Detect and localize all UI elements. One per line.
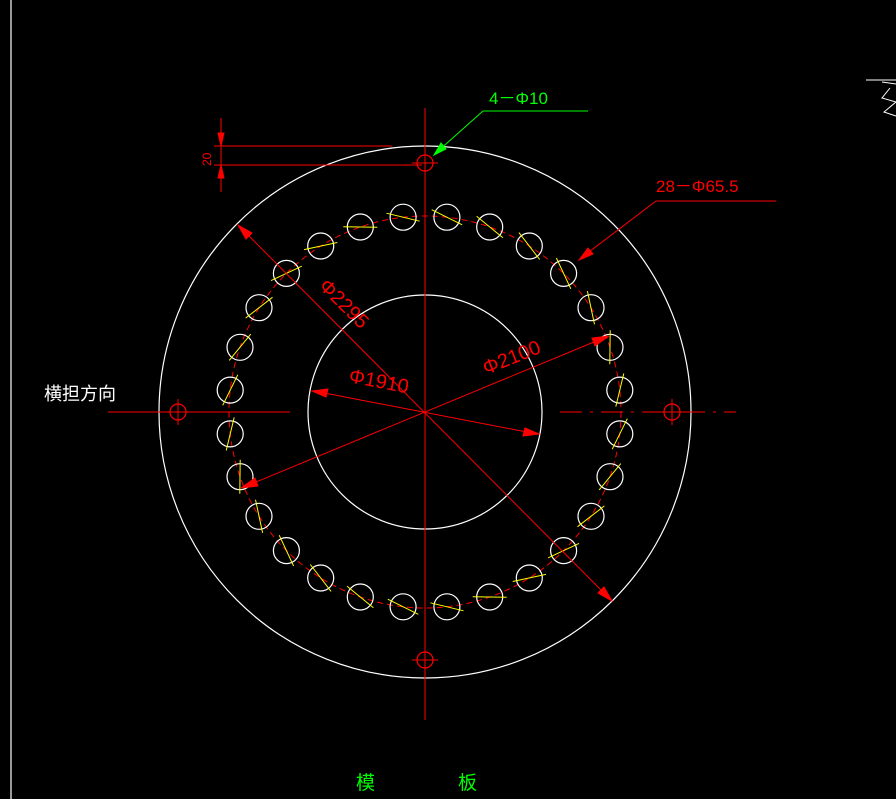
bolt-hole-axis (245, 296, 273, 319)
arrowhead-d2100-end (591, 335, 610, 347)
arrowhead-offset-top (217, 132, 225, 147)
bolt-hole-axis (386, 212, 420, 222)
bolt-hole (577, 502, 605, 530)
bolt-hole-axis (586, 290, 595, 325)
arrowhead-d2295-start (236, 223, 253, 240)
bolt-hole-axis (430, 602, 464, 612)
bolt-hole-axis (611, 418, 628, 450)
bolt-hole-axis (222, 374, 239, 406)
dimension-lines (214, 118, 776, 603)
bolt-hole (433, 593, 461, 621)
break-mark-icon (881, 81, 896, 117)
bolt-hole-axis (255, 499, 264, 534)
bolt-hole (389, 593, 417, 621)
bolt-hole-axis (225, 417, 235, 451)
bolt-hole-axis (512, 573, 547, 582)
arrowhead-d1910-end (522, 427, 541, 437)
bolt-hole (549, 536, 578, 565)
arrowhead-small-leader (432, 142, 447, 157)
bolt-hole-axis (577, 505, 605, 528)
bolt-hole (549, 259, 578, 287)
bolt-hole-axis (518, 232, 541, 260)
bolt-hole (245, 294, 273, 322)
bolt-hole (606, 376, 634, 404)
small-hole-leader (432, 110, 588, 157)
bolt-hole-axis (476, 215, 504, 239)
bolt-hole (515, 232, 543, 260)
arrowhead-bolt-leader (577, 247, 594, 262)
title-char-1: 模 (356, 772, 375, 794)
bolt-hole (606, 420, 634, 448)
bolt-hole (577, 294, 605, 322)
bolt-hole-axis (228, 333, 252, 361)
bolt-hole-axis (555, 257, 572, 290)
bolt-hole-axis (387, 598, 419, 615)
bolt-hole-axis (615, 373, 625, 407)
small-hole-callout: 4－Φ10 (489, 89, 548, 108)
bolt-hole (307, 232, 335, 260)
dim-line-d2295 (240, 227, 610, 599)
dim-text-offset: 20 (200, 152, 214, 166)
bolt-hole-axis (547, 542, 580, 559)
small-hole-group (165, 150, 685, 673)
leader-small-holes (436, 110, 484, 153)
arrowhead-d1910-start (310, 388, 329, 398)
direction-label: 横担方向 (44, 384, 116, 405)
leader-bolt-holes (580, 200, 657, 259)
bolt-hole-axis (309, 564, 332, 592)
bolt-hole (433, 203, 461, 231)
arrowhead-d2295-end (597, 586, 614, 603)
arrowhead-offset-bottom (217, 164, 225, 179)
bolt-hole (476, 213, 504, 241)
bolt-hole (596, 463, 624, 491)
bolt-hole-group (216, 203, 634, 621)
bolt-hole-axis (598, 463, 622, 491)
bolt-hole (272, 259, 300, 287)
bolt-hole (226, 333, 254, 361)
bolt-hole-axis (278, 534, 295, 567)
bolt-hole (346, 583, 374, 611)
bolt-hole-axis (431, 209, 463, 226)
bolt-hole (515, 564, 543, 592)
title-char-2: 板 (458, 772, 477, 794)
bolt-hole-axis (303, 242, 338, 251)
bolt-hole-callout: 28－Φ65.5 (656, 177, 739, 196)
dim-text-d1910: Φ1910 (347, 365, 411, 398)
centerlines (108, 108, 736, 720)
dim-line-d1910 (313, 390, 538, 435)
bolt-hole (216, 376, 244, 404)
bolt-hole (216, 420, 244, 448)
arrowhead-d2100-start (240, 477, 259, 489)
bolt-hole (389, 203, 417, 231)
bolt-hole-axis (346, 585, 374, 609)
bolt-hole (245, 502, 273, 530)
dim-text-d2100: Φ2100 (480, 337, 544, 380)
dim-text-d2295: Φ2295 (314, 275, 372, 333)
bolt-hole (272, 536, 300, 565)
bolt-hole (307, 564, 335, 592)
